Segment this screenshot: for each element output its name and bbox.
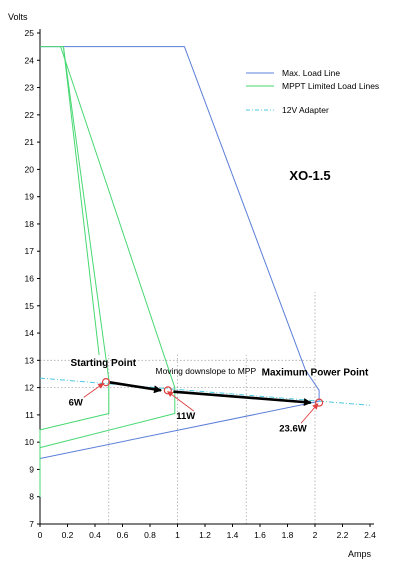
legend-label-mppt-limited-load-lines: MPPT Limited Load Lines bbox=[282, 81, 379, 91]
x-tick-label: 0.8 bbox=[144, 530, 156, 540]
series-layer bbox=[39, 46, 371, 497]
axis-layer: 0 0.2 0.4 0.6 0.8 1 1.2 1.4 1.6 1.8 2 2.2 2.4 7 8 9 10 11… bbox=[25, 28, 377, 540]
annotation-pointer-5 bbox=[300, 403, 319, 424]
y-tick-label: 9 bbox=[29, 464, 34, 474]
y-tick-label: 13 bbox=[25, 355, 35, 365]
x-tick-label: 2.2 bbox=[337, 530, 349, 540]
annotation-1: Moving downslope to MPP bbox=[156, 366, 257, 376]
operating-point-marker-0 bbox=[101, 378, 111, 387]
annotation-5: 23.6W bbox=[279, 423, 306, 434]
legend-label-12v-adapter: 12V Adapter bbox=[282, 105, 329, 115]
y-tick-label: 18 bbox=[25, 219, 35, 229]
x-tick-label: 1.2 bbox=[199, 530, 211, 540]
y-tick-label: 10 bbox=[25, 437, 35, 447]
x-tick-label: 0.2 bbox=[62, 530, 74, 540]
y-tick-label: 11 bbox=[25, 410, 34, 420]
legend: Max. Load Line MPPT Limited Load Lines 1… bbox=[246, 68, 379, 115]
y-tick-label: 7 bbox=[29, 519, 34, 529]
y-tick-label: 12 bbox=[25, 383, 35, 393]
y-tick-label: 21 bbox=[25, 137, 35, 147]
x-tick-label: 1.6 bbox=[254, 530, 266, 540]
series-mppt-limited-load-lines-1 bbox=[39, 46, 176, 497]
chart-title: XO-1.5 bbox=[289, 168, 330, 183]
annotation-3: 6W bbox=[69, 397, 83, 408]
y-tick-label: 17 bbox=[25, 246, 35, 256]
y-tick-label: 14 bbox=[25, 328, 35, 338]
annotation-4: 11W bbox=[176, 411, 195, 422]
y-tick-label: 23 bbox=[25, 83, 35, 93]
series-mppt-limited-load-lines-0 bbox=[39, 46, 110, 497]
arrow-1 bbox=[173, 390, 312, 407]
y-tick-label: 8 bbox=[29, 492, 34, 502]
annotation-2: Maximum Power Point bbox=[262, 367, 369, 378]
x-tick-label: 0.6 bbox=[117, 530, 129, 540]
y-tick-label: 20 bbox=[25, 164, 35, 174]
x-tick-label: 1.4 bbox=[227, 530, 239, 540]
y-tick-label: 25 bbox=[25, 28, 35, 38]
y-tick-label: 22 bbox=[25, 110, 35, 120]
x-tick-label: 1 bbox=[175, 530, 180, 540]
operating-point-marker-2 bbox=[315, 398, 324, 407]
x-tick-label: 2.4 bbox=[364, 530, 376, 540]
x-tick-label: 1.8 bbox=[282, 530, 294, 540]
legend-label-max-load-line: Max. Load Line bbox=[282, 68, 340, 78]
y-tick-label: 16 bbox=[25, 274, 35, 284]
series-mppt-limited-load-lines-2 bbox=[62, 46, 100, 355]
x-tick-label: 2 bbox=[313, 530, 318, 540]
y-tick-label: 24 bbox=[25, 55, 35, 65]
y-axis-label: Volts bbox=[8, 12, 28, 22]
annotation-pointer-3 bbox=[83, 382, 105, 398]
x-tick-label: 0 bbox=[38, 530, 43, 540]
annotation-0: Starting Point bbox=[70, 358, 136, 369]
annotation-pointer-4 bbox=[167, 391, 195, 412]
x-axis-label: Amps bbox=[348, 549, 372, 559]
x-tick-label: 0.4 bbox=[89, 530, 101, 540]
y-tick-label: 19 bbox=[25, 192, 35, 202]
y-tick-label: 15 bbox=[25, 301, 35, 311]
arrow-0 bbox=[108, 380, 162, 394]
